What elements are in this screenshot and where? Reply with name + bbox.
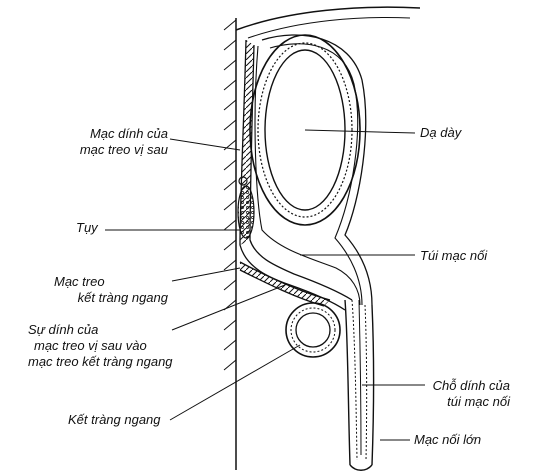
label-transverse-mesocolon: Mạc treo kết tràng ngang [40,274,168,306]
label-mesentery-adhesion: Mạc dính của mạc treo vị sau [40,126,168,158]
label-fusion-line1: Sự dính của [28,322,99,337]
transverse-colon [285,302,341,358]
label-pancreas: Tụy [76,220,98,235]
label-omental-bursa: Túi mạc nối [420,248,488,263]
transverse-mesocolon [239,261,331,307]
label-fusion-line2: mạc treo vị sau vào [34,338,147,353]
label-mesentery-adhesion-line2: mạc treo vị sau [79,142,168,157]
greater-omentum [344,299,375,471]
label-transverse-mesocolon-line2: kết tràng ngang [77,290,168,305]
label-fusion: Sự dính của mạc treo vị sau vào mạc treo… [28,322,173,370]
label-transverse-colon: Kết tràng ngang [68,412,161,427]
label-omental-adhesion: Chỗ dính của túi mạc nối [410,378,510,410]
label-mesentery-adhesion-line1: Mạc dính của [89,126,168,141]
label-greater-omentum: Mạc nối lớn [414,432,482,447]
pancreas [237,176,255,239]
leader-lines [105,129,425,441]
posterior-wall [223,6,421,470]
label-fusion-line3: mạc treo kết tràng ngang [28,354,173,369]
label-omental-adhesion-line1: Chỗ dính của [432,378,510,393]
omental-layers [254,34,373,306]
label-stomach: Dạ dày [420,125,462,140]
label-omental-adhesion-line2: túi mạc nối [447,394,510,409]
label-transverse-mesocolon-line1: Mạc treo [54,274,105,289]
